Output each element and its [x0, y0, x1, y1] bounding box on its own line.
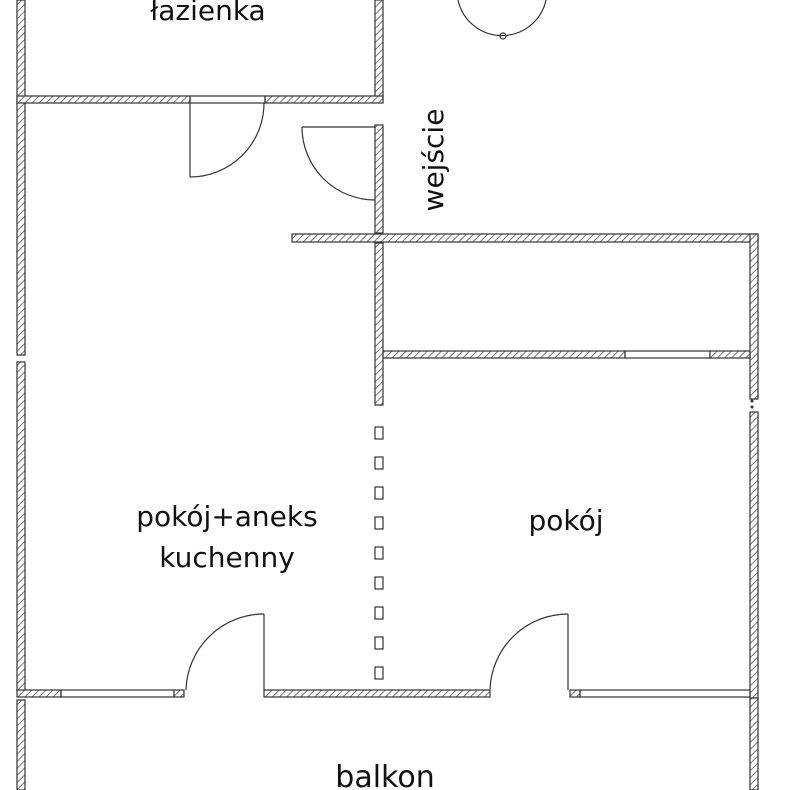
entrance-door — [301, 126, 376, 201]
dashed-partition — [374, 426, 384, 680]
wall-marks — [750, 399, 754, 409]
central-vertical-wall — [374, 0, 384, 406]
outer-left-wall — [16, 0, 26, 790]
living-room-label-line2: kuchenny — [159, 541, 295, 574]
balcony-label: balkon — [335, 760, 434, 790]
living-room-label-line1: pokój+aneks — [136, 500, 317, 533]
balcony-wall — [16, 689, 751, 698]
room-balcony-door — [489, 613, 569, 691]
fixture-circle — [457, 0, 547, 40]
entrance-label: wejście — [417, 109, 450, 212]
right-block-top-wall — [291, 233, 759, 243]
living-room-balcony-door — [185, 613, 265, 691]
closet-wall — [382, 350, 751, 359]
bathroom-label: łazienka — [150, 0, 265, 27]
room-label: pokój — [528, 504, 603, 537]
bathroom-bottom-wall — [16, 95, 384, 104]
outer-right-wall — [749, 233, 759, 790]
bathroom-door — [189, 102, 265, 178]
